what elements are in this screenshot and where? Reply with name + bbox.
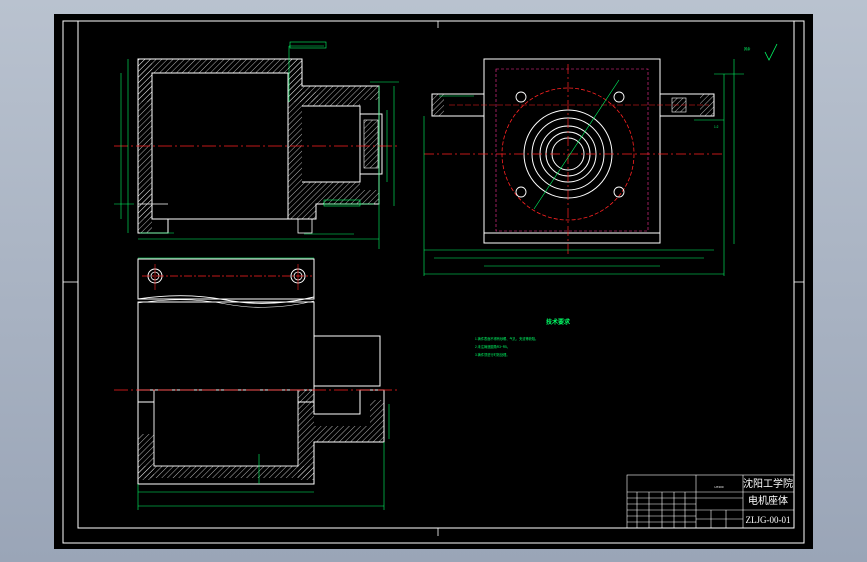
svg-text:1:2: 1:2 [714,125,719,129]
technical-notes-title: 技术要求 [546,318,571,326]
svg-text:其余: 其余 [744,46,751,51]
side-view: 1:2 [423,58,744,276]
title-block [626,474,795,529]
inner-sheet-border [77,20,795,529]
part-name: 电机座体 [748,494,788,507]
drawing-canvas[interactable]: 1:2 [54,14,813,549]
technical-note-line: 2.未注铸造圆角R3~R5。 [475,344,510,349]
technical-note-line: 3.铸件须进行时效处理。 [475,352,510,357]
front-section-view [114,41,399,249]
surface-roughness-symbol-icon: 其余 [744,43,778,61]
drawing-svg: 1:2 [62,20,805,544]
technical-note-line: 1.铸件表面不得有砂眼、气孔、夹渣等缺陷。 [475,336,538,341]
school-name: 沈阳工学院 [743,477,793,490]
material-label: HT200 [714,485,723,489]
drawing-number: ZLJG-00-01 [746,515,791,525]
top-view [114,257,399,510]
